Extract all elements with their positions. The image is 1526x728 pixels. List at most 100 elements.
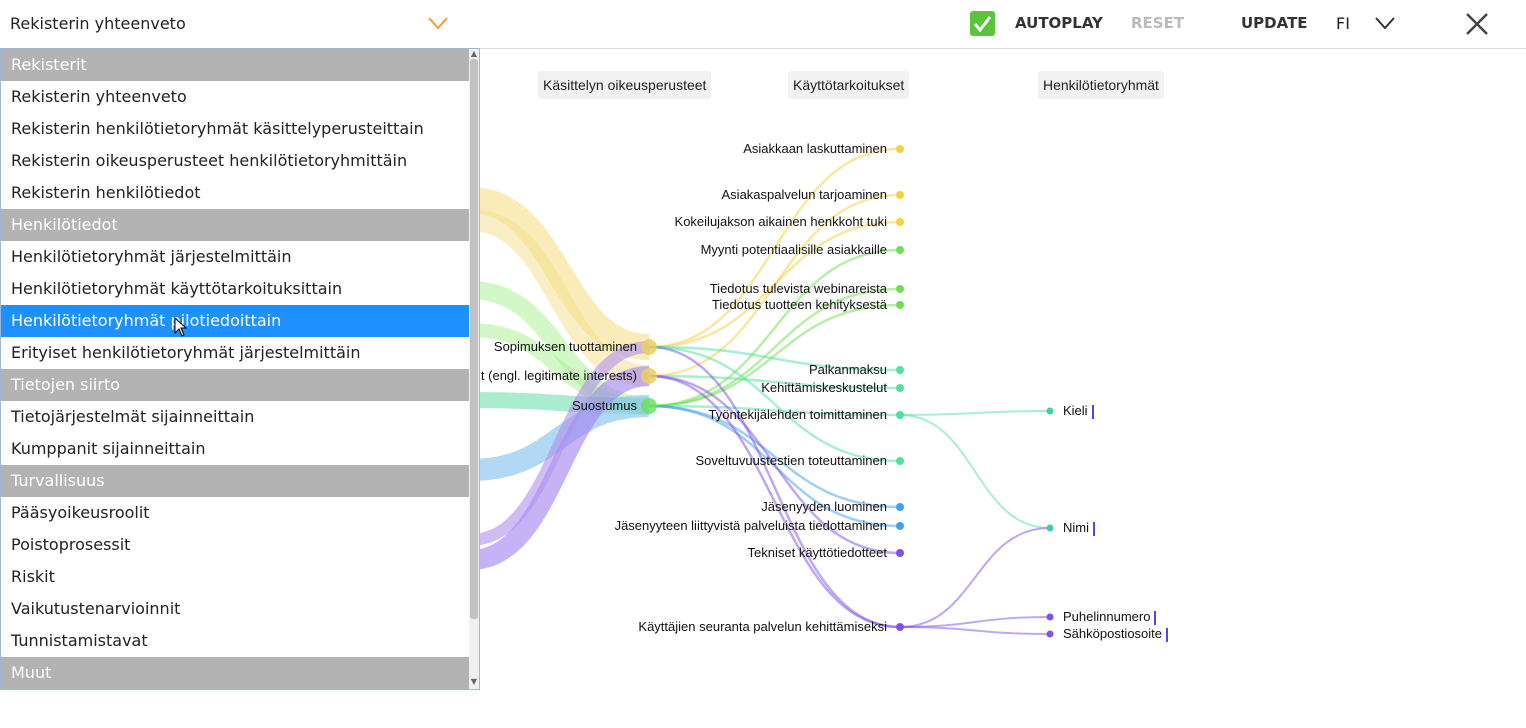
- chevron-down-icon[interactable]: [1374, 14, 1396, 32]
- dropdown-option[interactable]: Rekisterin yhteenveto: [11, 87, 187, 106]
- purpose-label: Tiedotus tuotteen kehityksestä: [711, 297, 887, 312]
- flow-link: [899, 414, 1051, 529]
- autoplay-checkbox[interactable]: [970, 11, 995, 36]
- dropdown-option[interactable]: Henkilötietoryhmät käyttötarkoituksittai…: [11, 279, 343, 298]
- dropdown-option[interactable]: Henkilötietoryhmät järjestelmittäin: [11, 247, 292, 266]
- flow-link: [469, 341, 650, 546]
- flow-link: [648, 345, 901, 463]
- basis-label: Sopimuksen tuottaminen: [493, 339, 637, 354]
- view-select[interactable]: Rekisterin yhteenveto: [0, 0, 470, 48]
- purpose-node[interactable]: [896, 285, 904, 293]
- purpose-node[interactable]: [896, 384, 904, 392]
- data-group-node[interactable]: [1046, 630, 1054, 638]
- column-header: Käsittelyn oikeusperusteet: [538, 71, 712, 99]
- language-select[interactable]: FI: [1336, 14, 1350, 33]
- purpose-node[interactable]: [896, 301, 904, 309]
- flow-link: [648, 345, 901, 629]
- dropdown-option[interactable]: Erityiset henkilötietoryhmät järjestelmi…: [11, 343, 361, 362]
- flow-link: [899, 410, 1051, 416]
- dropdown-option[interactable]: Poistoprosessit: [11, 535, 131, 554]
- purpose-node[interactable]: [896, 246, 904, 254]
- dropdown-group-header: Rekisterit: [1, 49, 469, 81]
- purpose-label: Jäsenyyteen liittyvistä palveluista tied…: [614, 518, 887, 533]
- basis-node[interactable]: [641, 368, 657, 384]
- purpose-label: Tekniset käyttötiedotteet: [747, 545, 887, 560]
- purpose-label: Asiakaspalvelun tarjoaminen: [721, 187, 887, 202]
- dropdown-scrollbar[interactable]: ▲ ▼: [469, 49, 479, 689]
- dropdown-option[interactable]: Tietojärjestelmät sijainneittain: [11, 407, 255, 426]
- dropdown-option[interactable]: Riskit: [11, 567, 55, 586]
- check-icon: [973, 16, 992, 33]
- autoplay-button[interactable]: AUTOPLAY: [1015, 14, 1103, 32]
- data-group-node[interactable]: [1046, 613, 1054, 621]
- flow-link: [648, 374, 901, 390]
- purpose-label: Myynti potentiaalisille asiakkaille: [700, 242, 887, 257]
- dropdown-option[interactable]: Rekisterin henkilötietoryhmät käsittelyp…: [11, 119, 424, 138]
- chevron-down-icon: [428, 17, 448, 30]
- dropdown-option[interactable]: Tunnistamistavat: [11, 631, 148, 650]
- flow-link: [469, 366, 650, 570]
- flow-link: [648, 147, 901, 349]
- data-group-label: Sähköpostiosoite: [1063, 626, 1169, 642]
- purpose-node[interactable]: [896, 218, 904, 226]
- view-select-value: Rekisterin yhteenveto: [10, 14, 186, 33]
- purpose-node[interactable]: [896, 503, 904, 511]
- purpose-node[interactable]: [896, 549, 904, 557]
- purpose-label: Kokeilujakson aikainen henkkoht tuki: [674, 214, 887, 229]
- purpose-label: Tiedotus tulevista webinareista: [709, 281, 887, 296]
- scroll-up-arrow-icon[interactable]: ▲: [470, 49, 478, 58]
- basis-node[interactable]: [641, 398, 657, 414]
- dropdown-group-header: Tietojen siirto: [1, 369, 469, 401]
- dropdown-group-header: Turvallisuus: [1, 465, 469, 497]
- dropdown-option[interactable]: Rekisterin oikeusperusteet henkilötietor…: [11, 151, 408, 170]
- purpose-node[interactable]: [896, 191, 904, 199]
- data-group-text: Kieli: [1063, 403, 1088, 418]
- purpose-node[interactable]: [896, 522, 904, 530]
- dropdown-option[interactable]: Rekisterin henkilötiedot: [11, 183, 201, 202]
- purpose-node[interactable]: [896, 623, 904, 631]
- basis-label: t (engl. legitimate interests): [480, 368, 637, 383]
- dropdown-option[interactable]: Henkilötietoryhmät pilotiedoittain: [1, 305, 469, 337]
- purpose-node[interactable]: [896, 145, 904, 153]
- column-header: Käyttötarkoitukset: [788, 71, 910, 99]
- flow-link: [648, 374, 901, 555]
- purpose-node[interactable]: [896, 457, 904, 465]
- data-group-label: Puhelinnumero: [1063, 609, 1157, 625]
- close-icon[interactable]: [1464, 11, 1490, 37]
- update-button[interactable]: UPDATE: [1241, 14, 1308, 32]
- dropdown-option[interactable]: Vaikutustenarvioinnit: [11, 599, 181, 618]
- flow-link: [899, 626, 1051, 635]
- purpose-label: Jäsenyyden luominen: [761, 499, 887, 514]
- data-group-text: Puhelinnumero: [1063, 609, 1151, 624]
- flow-link: [469, 187, 650, 360]
- purpose-label: Kehittämiskeskustelut: [761, 380, 887, 395]
- dropdown-option[interactable]: Pääsyoikeusroolit: [11, 503, 150, 522]
- reset-button[interactable]: RESET: [1131, 14, 1185, 32]
- dropdown-group-header: Henkilötiedot: [1, 209, 469, 241]
- scroll-down-arrow-icon[interactable]: ▼: [470, 677, 478, 686]
- flow-link: [648, 303, 901, 408]
- purpose-label: Työntekijälehden toimittaminen: [708, 407, 888, 422]
- group-bar-marker: [1091, 404, 1094, 419]
- purpose-node[interactable]: [896, 366, 904, 374]
- data-group-label: Kieli: [1063, 403, 1094, 419]
- purpose-label: Käyttäjien seuranta palvelun kehittämise…: [638, 619, 887, 634]
- purpose-node[interactable]: [896, 411, 904, 419]
- purpose-label: Asiakkaan laskuttaminen: [743, 141, 887, 156]
- dropdown-option[interactable]: Kumppanit sijainneittain: [11, 439, 206, 458]
- dropdown-group-header: Muut: [1, 657, 469, 689]
- flow-link: [648, 248, 901, 408]
- basis-node[interactable]: [641, 339, 657, 355]
- data-group-node[interactable]: [1046, 407, 1054, 415]
- top-toolbar: Rekisterin yhteenveto AUTOPLAY RESET UPD…: [0, 0, 1526, 49]
- flow-link: [899, 527, 1051, 628]
- data-group-node[interactable]: [1046, 524, 1054, 532]
- group-bar-marker: [1093, 521, 1095, 536]
- scrollbar-thumb[interactable]: [470, 59, 478, 619]
- mouse-cursor-icon: [174, 317, 188, 337]
- flow-link: [648, 220, 901, 349]
- flow-link: [648, 374, 901, 629]
- flow-link: [648, 404, 901, 417]
- group-bar-marker: [1166, 627, 1169, 642]
